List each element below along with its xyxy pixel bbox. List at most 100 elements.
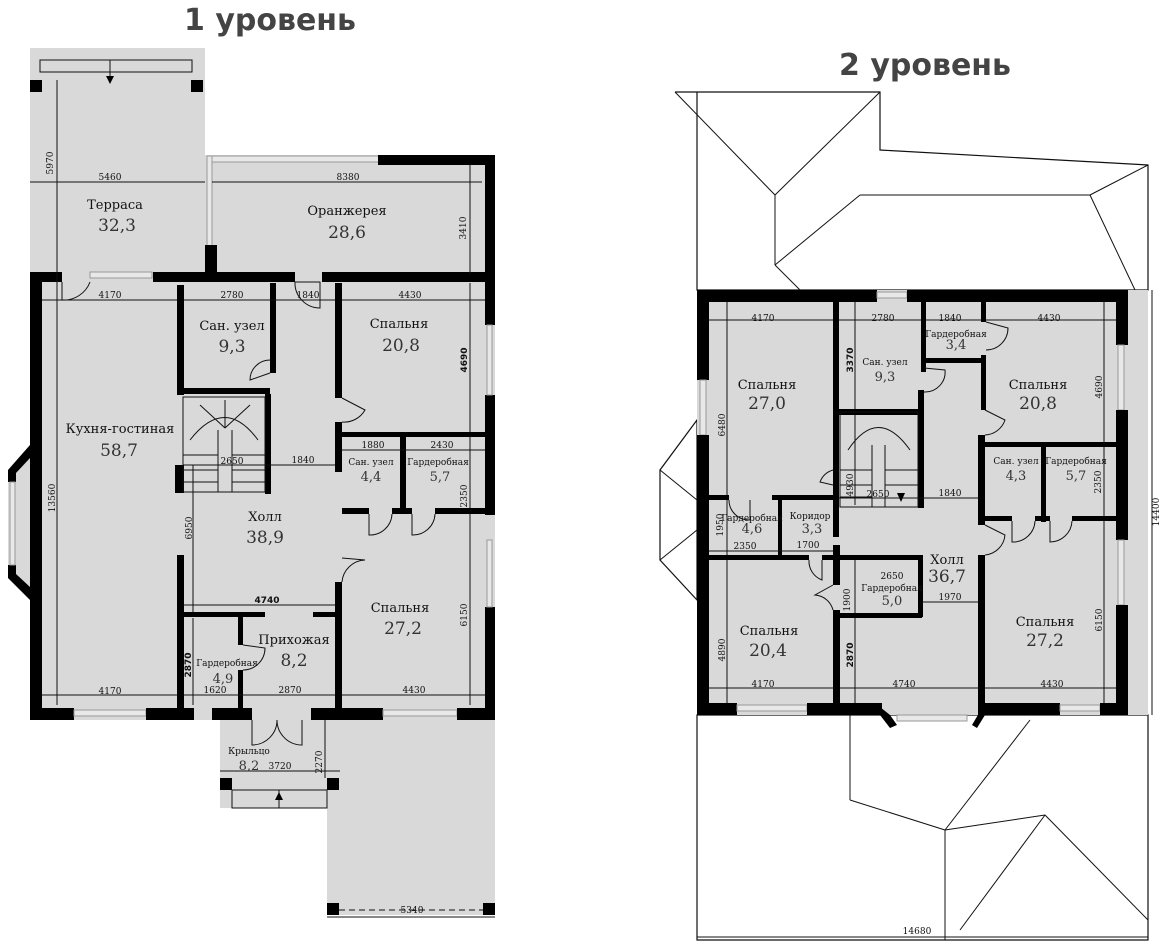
room-area: 5,7 xyxy=(430,470,451,485)
room-name: Холл xyxy=(930,553,964,568)
dimension-label: 3720 xyxy=(269,762,292,772)
level-2-dimensions: 4170 2780 1840 4430 3370 4690 6480 4930 … xyxy=(716,314,1162,937)
room-area: 20,8 xyxy=(382,336,420,356)
dimension-label: 3410 xyxy=(459,216,469,239)
dimension-label: 6480 xyxy=(718,413,728,436)
room-name: Гардеробная xyxy=(407,457,469,468)
level-1-room-labels: Терраса 32,3 Оранжерея 28,6 Сан. узел 9,… xyxy=(66,198,469,774)
dimension-label: 2650 xyxy=(221,457,244,467)
room-area: 36,7 xyxy=(928,567,966,587)
dimension-label: 6150 xyxy=(1095,608,1105,631)
level-2-room-labels: Спальня 27,0 Сан. узел 9,3 Гардеробная 3… xyxy=(721,329,1107,661)
room-area: 20,4 xyxy=(749,641,787,661)
room-area: 58,7 xyxy=(100,441,138,461)
room-area: 38,9 xyxy=(246,528,284,548)
room-name: Сан. узел xyxy=(862,358,908,368)
level-1-dimensions: 5970 5460 8380 3410 4170 2780 1840 4430 … xyxy=(46,151,470,916)
terrace-steps xyxy=(39,59,193,73)
room-area: 8,2 xyxy=(280,651,307,671)
dimension-label: 1900 xyxy=(843,588,853,611)
room-area: 4,4 xyxy=(361,470,382,485)
dimension-label: 2650 xyxy=(867,490,890,500)
level-1-plan: 1 уровень xyxy=(8,3,495,918)
dimension-label: 5340 xyxy=(401,906,424,916)
room-name: Спальня xyxy=(738,378,797,393)
room-name: Гардеробная xyxy=(861,583,923,594)
dimension-label: 4430 xyxy=(399,291,422,301)
room-area: 4,9 xyxy=(213,672,234,687)
dimension-label: 4430 xyxy=(1041,680,1064,690)
room-name: Гардеробная xyxy=(1045,456,1107,467)
room-name: Коридор xyxy=(790,512,831,522)
dimension-label: 1950 xyxy=(716,513,726,536)
dimension-label: 13560 xyxy=(48,483,58,512)
room-name: Холл xyxy=(248,510,282,525)
dimension-label: 14400 xyxy=(1152,497,1162,526)
dimension-label: 1700 xyxy=(797,541,820,551)
dimension-label: 2430 xyxy=(431,441,454,451)
dimension-label: 8380 xyxy=(337,173,360,183)
room-area: 9,3 xyxy=(875,370,896,385)
dimension-label: 1840 xyxy=(297,291,320,301)
dimension-label: 2780 xyxy=(872,314,895,324)
dimension-label: 6150 xyxy=(460,603,470,626)
room-area: 3,4 xyxy=(946,338,967,353)
dimension-label: 14680 xyxy=(903,927,932,937)
room-name: Спальня xyxy=(1009,378,1068,393)
room-area: 32,3 xyxy=(98,216,136,236)
room-area: 27,2 xyxy=(1026,631,1064,651)
dimension-label: 1620 xyxy=(204,686,227,696)
room-name: Спальня xyxy=(370,317,429,332)
dimension-label: 4170 xyxy=(99,687,122,697)
room-name: Гардеробная xyxy=(721,513,783,524)
dimension-label: 4430 xyxy=(1038,314,1061,324)
entry-arrow-icon xyxy=(106,76,114,84)
dimension-label: 1840 xyxy=(939,489,962,499)
dimension-label: 4740 xyxy=(893,680,916,690)
dimension-label: 4170 xyxy=(99,291,122,301)
dimension-label: 1880 xyxy=(362,441,385,451)
room-area: 27,0 xyxy=(748,394,786,414)
room-name: Гардеробная xyxy=(196,658,258,669)
room-area: 5,0 xyxy=(882,594,903,609)
dimension-label: 4930 xyxy=(846,473,856,496)
dimension-label: 2650 xyxy=(881,572,904,582)
room-area: 4,6 xyxy=(742,522,763,537)
dimension-label: 3370 xyxy=(846,347,856,372)
dimension-label: 2870 xyxy=(846,642,856,667)
doors xyxy=(728,321,1073,611)
dimension-label: 1840 xyxy=(292,456,315,466)
dimension-label: 2780 xyxy=(221,291,244,301)
room-name: Крыльцо xyxy=(228,747,270,757)
room-name: Спальня xyxy=(371,601,430,616)
dimension-label: 2870 xyxy=(279,686,302,696)
staircase xyxy=(182,396,266,493)
entrance-arrow-icon xyxy=(275,792,283,800)
level-2-title: 2 уровень xyxy=(839,48,1011,83)
room-area: 5,7 xyxy=(1066,469,1087,484)
room-name: Сан. узел xyxy=(199,319,264,334)
dimension-label: 5970 xyxy=(46,151,56,174)
room-name: Прихожая xyxy=(258,633,329,648)
room-area: 27,2 xyxy=(384,619,422,639)
room-name: Кухня-гостиная xyxy=(66,422,175,437)
room-area: 20,8 xyxy=(1019,394,1057,414)
staircase xyxy=(839,411,919,508)
room-name: Сан. узел xyxy=(348,458,394,468)
room-name: Оранжерея xyxy=(307,204,386,219)
dimension-label: 4170 xyxy=(752,314,775,324)
dimension-label: 2870 xyxy=(184,652,194,677)
room-name: Спальня xyxy=(1016,615,1075,630)
room-area: 4,3 xyxy=(1006,469,1027,484)
room-name: Спальня xyxy=(740,624,799,639)
dimension-label: 6950 xyxy=(185,516,195,539)
dimension-label: 4890 xyxy=(718,638,728,661)
room-name: Гардеробная xyxy=(925,329,987,340)
dimension-label: 1840 xyxy=(939,314,962,324)
doors xyxy=(61,281,436,746)
room-name: Терраса xyxy=(87,198,143,213)
dimension-label: 2270 xyxy=(315,750,325,773)
level-1-title: 1 уровень xyxy=(184,3,356,38)
